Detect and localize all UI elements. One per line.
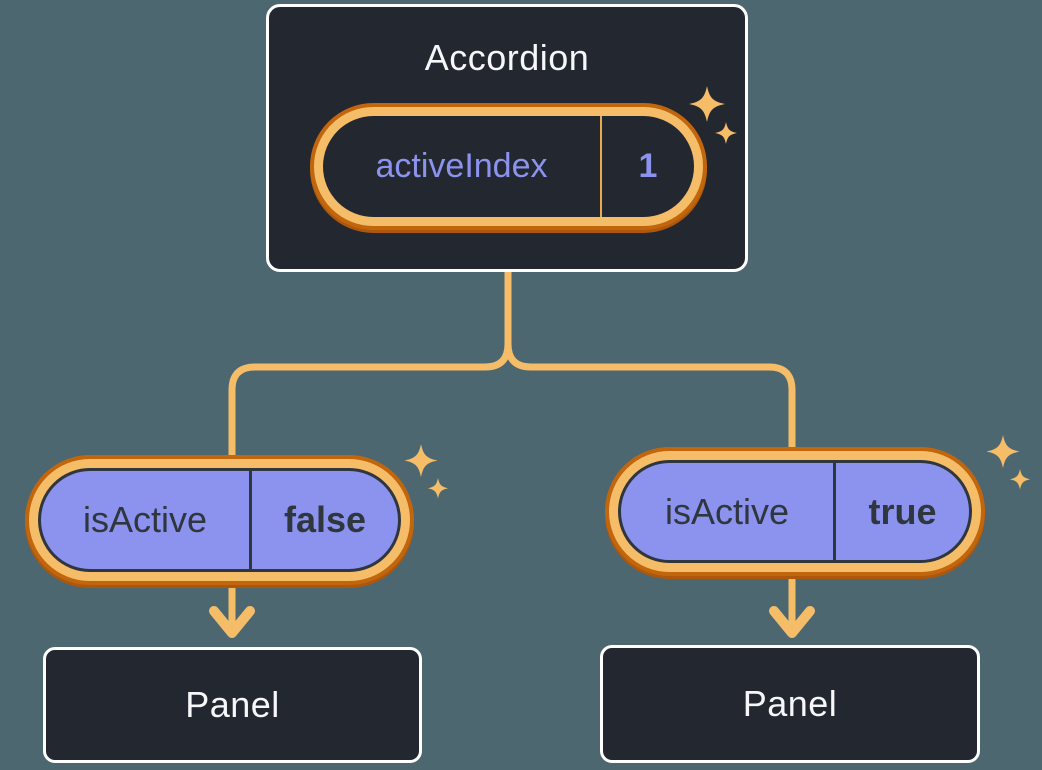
accordion-title: Accordion: [424, 37, 590, 78]
prop-pill-isActive-false: isActive false: [25, 455, 414, 585]
sparkle-icon: [689, 86, 737, 144]
prop-value: false: [283, 499, 367, 540]
sparkle-icon: [404, 444, 449, 499]
arrow-head-right: [769, 606, 815, 638]
state-pill-activeIndex: activeIndex 1: [310, 103, 707, 230]
prop-value: true: [868, 490, 937, 532]
panel-component-box-right: Panel: [600, 645, 980, 763]
branch-line-left: [228, 268, 512, 462]
panel-title: Panel: [185, 684, 280, 725]
state-name: activeIndex: [375, 147, 548, 185]
state-value: 1: [638, 147, 658, 185]
sparkle-icon: [986, 435, 1031, 490]
panel-title: Panel: [742, 683, 838, 724]
pill-divider: [833, 463, 836, 560]
arrow-head-left: [209, 606, 255, 638]
branch-line-right: [504, 268, 796, 454]
pill-divider: [249, 471, 252, 569]
prop-pill-isActive-true: isActive true: [605, 447, 985, 576]
pill-divider: [600, 116, 602, 217]
prop-name: isActive: [82, 499, 208, 540]
panel-component-box-left: Panel: [43, 647, 422, 763]
prop-name: isActive: [664, 490, 790, 532]
